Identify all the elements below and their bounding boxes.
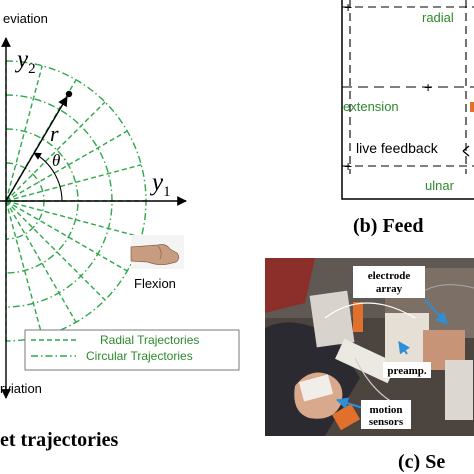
y2-letter: y (14, 46, 29, 73)
radius-vector (5, 96, 68, 202)
extension-label: extension (343, 99, 399, 114)
preamp-callout-box (383, 362, 431, 378)
y1-subscript: 1 (163, 184, 171, 200)
target-point (65, 90, 73, 98)
flexion-hand-image (130, 235, 184, 269)
panel-a-target-trajectories: eviation rviation y2 y1 r θ Flexion Radi… (0, 11, 240, 451)
live-feedback-label: live feedback (356, 140, 439, 156)
electrode-arrow-right (424, 299, 448, 325)
radial-trajectory-line (5, 200, 128, 272)
panel-a-caption: et trajectories (0, 429, 118, 451)
panel-c-caption: (c) Se (398, 451, 445, 473)
live-feedback-cursor (462, 145, 470, 157)
panel-b-caption: (b) Feed (353, 215, 424, 237)
legend-box (24, 329, 240, 371)
preamp-callout: preamp. (387, 365, 426, 377)
radial-trajectory-line (5, 200, 43, 337)
top-axis-label: eviation (3, 11, 48, 26)
legend-radial-label: Radial Trajectories (100, 333, 199, 347)
radial-trajectory-line (5, 164, 142, 202)
y1-letter: y (149, 169, 164, 196)
preamp-arrow (398, 341, 410, 355)
feedback-plus-bottom: + (344, 158, 352, 174)
electrode-callout-box (353, 266, 425, 298)
radius-symbol: r (50, 121, 59, 146)
theta-symbol: θ (52, 151, 60, 170)
motion-callout-box (361, 400, 411, 429)
radial-trajectory-line (5, 200, 142, 238)
feedback-plus-top: + (344, 0, 352, 15)
flexion-label: Flexion (134, 276, 176, 291)
y2-axis-label: y2 (14, 46, 36, 77)
bottom-axis-label: rviation (0, 381, 42, 396)
feedback-frame (341, 0, 474, 200)
radial-trajectory-line (5, 65, 43, 202)
radial-trajectory-line (5, 101, 106, 202)
y2-subscript: 2 (28, 61, 36, 77)
panel-b-feedback: + + + radial extension live feedback uln… (341, 0, 474, 237)
motion-arrow (335, 397, 364, 409)
ulnar-label: ulnar (425, 178, 455, 193)
radial-trajectory-line (5, 200, 77, 323)
electrode-callout-line1: electrode (368, 270, 411, 282)
radial-trajectory-line (5, 200, 106, 301)
feedback-plus-mid: + (424, 79, 432, 95)
setup-photo: electrode array preamp. motion sensors (265, 258, 474, 436)
y1-axis-label: y1 (149, 169, 171, 200)
trajectory-legend: Radial Trajectories Circular Trajectorie… (24, 329, 240, 371)
electrode-callout-line2: array (376, 283, 403, 295)
motion-callout-line1: motion (370, 404, 403, 416)
extension-marker (470, 102, 474, 112)
theta-arc (33, 152, 63, 202)
radial-label: radial (422, 10, 454, 25)
motion-callout-line2: sensors (369, 416, 404, 428)
legend-circular-label: Circular Trajectories (86, 349, 193, 363)
radial-trajectory-line (5, 130, 128, 202)
